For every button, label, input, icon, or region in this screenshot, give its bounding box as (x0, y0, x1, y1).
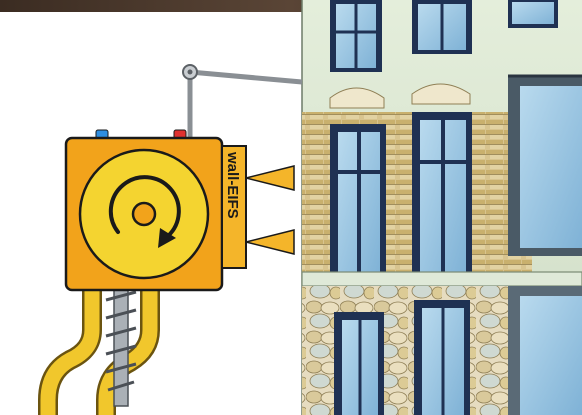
building-facade (302, 0, 582, 415)
ledge (302, 272, 582, 286)
stone-band (302, 286, 508, 415)
dial-center (133, 203, 155, 225)
machine-label: wall-EIFS (224, 151, 241, 219)
